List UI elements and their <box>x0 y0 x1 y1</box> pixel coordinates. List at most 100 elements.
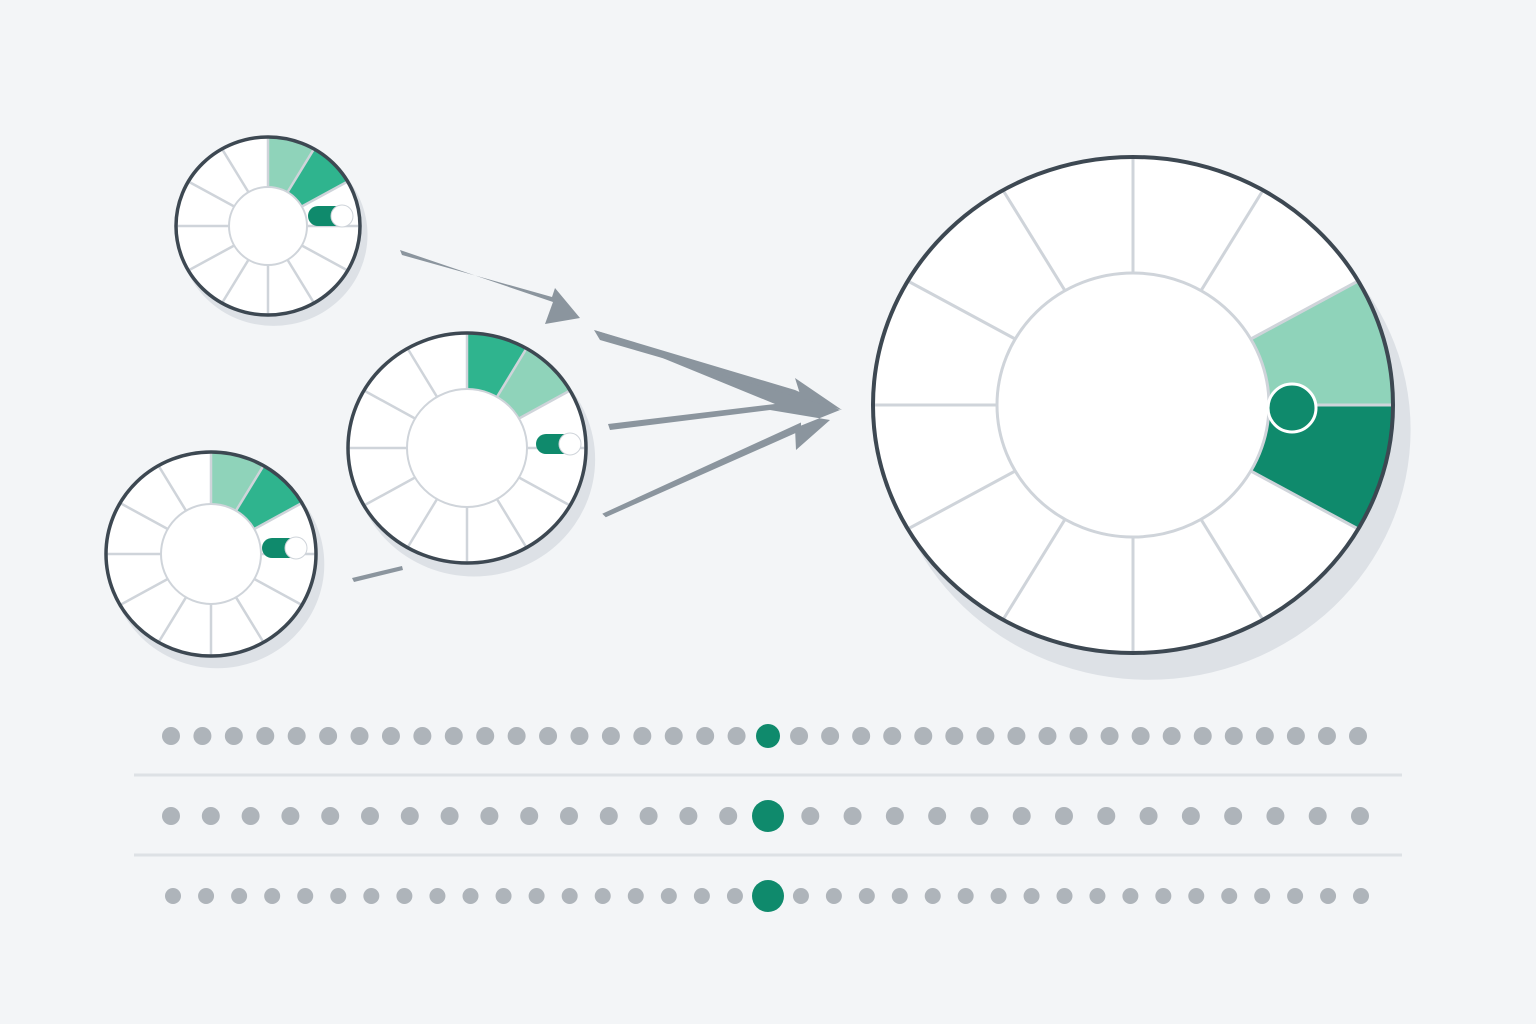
timeline-dot[interactable] <box>224 727 243 745</box>
timeline-dot[interactable] <box>297 888 314 904</box>
timeline-dot[interactable] <box>1162 727 1181 745</box>
timeline-dot[interactable] <box>1221 888 1238 904</box>
timeline-dot[interactable] <box>1224 807 1243 825</box>
timeline-dot[interactable] <box>883 727 902 745</box>
timeline-dot[interactable] <box>891 888 908 904</box>
timeline-dot[interactable] <box>1224 727 1243 745</box>
timeline-dot[interactable] <box>914 727 933 745</box>
timeline-dot[interactable] <box>429 888 446 904</box>
timeline-dot[interactable] <box>165 888 181 904</box>
timeline-dot[interactable] <box>1287 888 1304 904</box>
timeline-dot[interactable] <box>594 888 611 904</box>
timeline-dot[interactable] <box>400 807 419 825</box>
timeline-dot[interactable] <box>1255 727 1274 745</box>
timeline-dot-active[interactable] <box>752 880 784 912</box>
timeline-dot[interactable] <box>440 807 459 825</box>
timeline-dot[interactable] <box>885 807 904 825</box>
timeline-dot[interactable] <box>1193 727 1212 745</box>
timeline-dot[interactable] <box>693 888 710 904</box>
timeline-dot[interactable] <box>561 888 578 904</box>
timeline-dot[interactable] <box>627 888 644 904</box>
timeline-dot[interactable] <box>1007 727 1026 745</box>
timeline-dot[interactable] <box>162 807 180 825</box>
timeline-dot[interactable] <box>231 888 248 904</box>
timeline-dot[interactable] <box>330 888 347 904</box>
timeline-dot[interactable] <box>664 727 683 745</box>
timeline-dot[interactable] <box>1188 888 1205 904</box>
timeline-dot[interactable] <box>1131 727 1150 745</box>
timeline-dot[interactable] <box>201 807 220 825</box>
timeline-dot[interactable] <box>679 807 698 825</box>
timeline-dot[interactable] <box>945 727 964 745</box>
timeline-dot[interactable] <box>1069 727 1088 745</box>
timeline-dot[interactable] <box>1089 888 1106 904</box>
timeline-dot[interactable] <box>1351 807 1369 825</box>
timeline-dot[interactable] <box>1181 807 1200 825</box>
timeline-dot[interactable] <box>821 727 840 745</box>
timeline-dot[interactable] <box>520 807 539 825</box>
toggle-knob-icon[interactable] <box>262 536 308 560</box>
timeline-dot[interactable] <box>1012 807 1031 825</box>
timeline-dot[interactable] <box>570 727 589 745</box>
timeline-dot[interactable] <box>719 807 738 825</box>
timeline-dot[interactable] <box>1254 888 1271 904</box>
timeline-dot[interactable] <box>726 888 743 904</box>
timeline-dot[interactable] <box>264 888 281 904</box>
timeline-dot[interactable] <box>790 727 809 745</box>
timeline-dot[interactable] <box>696 727 715 745</box>
timeline-dot[interactable] <box>507 727 526 745</box>
timeline-dot[interactable] <box>528 888 545 904</box>
timeline-dot[interactable] <box>1286 727 1305 745</box>
timeline-dot[interactable] <box>970 807 989 825</box>
timeline-dot[interactable] <box>852 727 871 745</box>
toggle-knob-icon[interactable] <box>536 432 582 456</box>
timeline-dot[interactable] <box>843 807 862 825</box>
timeline-dot[interactable] <box>281 807 300 825</box>
timeline-dot[interactable] <box>444 727 463 745</box>
timeline-dot[interactable] <box>193 727 212 745</box>
timeline-dot[interactable] <box>928 807 947 825</box>
timeline-dot[interactable] <box>1320 888 1337 904</box>
timeline-dot[interactable] <box>976 727 995 745</box>
timeline-dot[interactable] <box>350 727 369 745</box>
timeline-dot-active[interactable] <box>756 724 780 748</box>
timeline-dot[interactable] <box>321 807 340 825</box>
timeline-dot[interactable] <box>241 807 260 825</box>
timeline-dot[interactable] <box>1038 727 1057 745</box>
timeline-dot[interactable] <box>660 888 677 904</box>
timeline-dot[interactable] <box>792 888 809 904</box>
timeline-dot[interactable] <box>256 727 275 745</box>
timeline-dot[interactable] <box>1349 727 1367 745</box>
timeline-dot[interactable] <box>198 888 215 904</box>
timeline-dot[interactable] <box>601 727 620 745</box>
timeline-dot[interactable] <box>560 807 578 825</box>
timeline-dot[interactable] <box>727 727 746 745</box>
timeline-dot[interactable] <box>381 727 400 745</box>
timeline-dot[interactable] <box>1056 888 1073 904</box>
timeline-dot[interactable] <box>162 727 180 745</box>
position-dot-icon[interactable] <box>1266 382 1318 434</box>
timeline-dot[interactable] <box>633 727 652 745</box>
timeline-dot[interactable] <box>1155 888 1172 904</box>
timeline-dot[interactable] <box>1023 888 1040 904</box>
timeline-dot[interactable] <box>858 888 875 904</box>
timeline-dot[interactable] <box>1353 888 1369 904</box>
timeline-dot[interactable] <box>476 727 495 745</box>
timeline-dot[interactable] <box>1317 727 1336 745</box>
timeline-dot[interactable] <box>319 727 338 745</box>
timeline-dot[interactable] <box>413 727 432 745</box>
timeline-dot[interactable] <box>1139 807 1158 825</box>
timeline-dot[interactable] <box>1055 807 1073 825</box>
timeline-dot[interactable] <box>1308 807 1327 825</box>
timeline-dot[interactable] <box>639 807 658 825</box>
timeline-dot[interactable] <box>801 807 820 825</box>
timeline-dot[interactable] <box>990 888 1007 904</box>
timeline-dot[interactable] <box>924 888 941 904</box>
timeline-dot[interactable] <box>1266 807 1285 825</box>
timeline-dot[interactable] <box>825 888 842 904</box>
timeline-dot[interactable] <box>1100 727 1119 745</box>
timeline-dot[interactable] <box>1122 888 1139 904</box>
timeline-dot[interactable] <box>495 888 512 904</box>
timeline-dot[interactable] <box>462 888 479 904</box>
timeline-dot[interactable] <box>363 888 380 904</box>
